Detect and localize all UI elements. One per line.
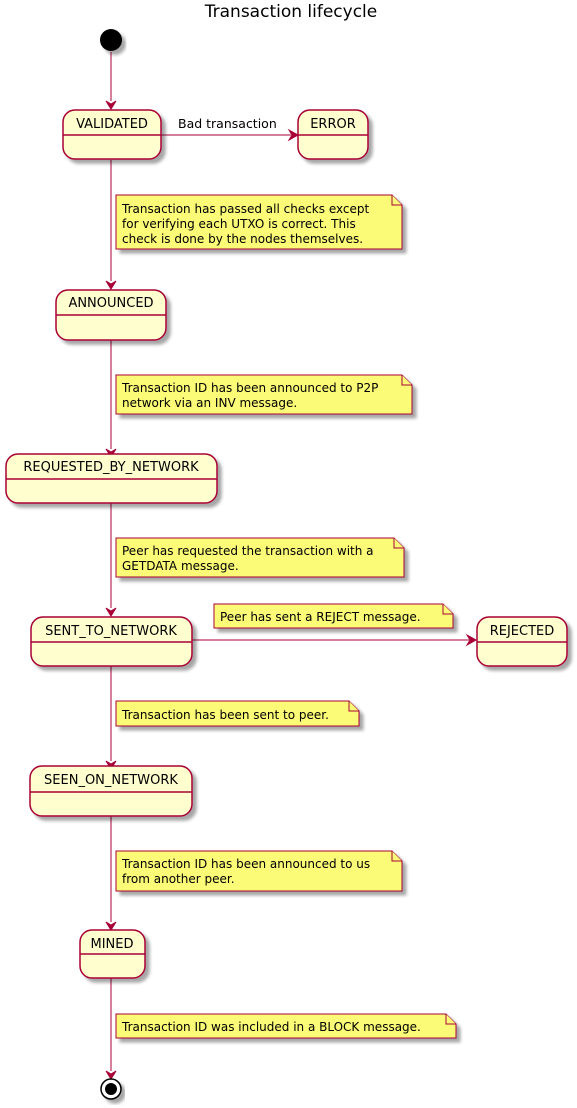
note-seen-to-mined: Transaction ID has been announced to us … [115, 850, 403, 892]
note-sent-to-rejected: Peer has sent a REJECT message. [213, 603, 454, 629]
state-label-validated: VALIDATED [76, 117, 148, 132]
note-requested-to-sent: Peer has requested the transaction with … [115, 537, 405, 578]
note-announced-to-requested: Transaction ID has been announced to P2P… [115, 374, 413, 415]
arrowhead-end [105, 1070, 117, 1080]
state-rejected: REJECTED [476, 616, 568, 667]
edges [105, 52, 478, 1080]
note-line: Transaction ID has been announced to P2P [121, 381, 378, 395]
arrowhead-error [287, 128, 300, 142]
note-line: from another peer. [122, 872, 235, 886]
state-label-rejected: REJECTED [490, 624, 555, 639]
state-label-announced: ANNOUNCED [68, 296, 153, 311]
note-line: Peer has requested the transaction with … [122, 544, 374, 558]
state-label-mined: MINED [91, 937, 134, 952]
note-mined-to-end: Transaction ID was included in a BLOCK m… [115, 1013, 457, 1039]
state-label-sent-to-network: SENT_TO_NETWORK [45, 624, 177, 639]
diagram-title: Transaction lifecycle [204, 2, 377, 22]
note-line: Transaction has been sent to peer. [121, 708, 329, 722]
state-announced: ANNOUNCED [55, 289, 167, 341]
arrowhead-rejected [465, 633, 478, 647]
arrowhead-validated [105, 100, 117, 110]
note-line: Transaction ID has been announced to us [121, 857, 370, 871]
note-line: Transaction has passed all checks except [121, 202, 369, 216]
end-node [100, 1078, 122, 1100]
state-mined: MINED [79, 929, 146, 979]
state-error: ERROR [297, 109, 369, 160]
note-line: for verifying each UTXO is correct. This [122, 217, 356, 231]
state-label-seen-on-network: SEEN_ON_NETWORK [44, 773, 178, 788]
note-line: GETDATA message. [122, 559, 239, 573]
arrowhead-sent [105, 607, 117, 617]
note-line: network via an INV message. [122, 396, 297, 410]
note-line: Transaction ID was included in a BLOCK m… [121, 1020, 421, 1034]
state-requested-by-network: REQUESTED_BY_NETWORK [5, 453, 218, 504]
transition-label-bad-transaction: Bad transaction [178, 116, 277, 131]
note-line: Peer has sent a REJECT message. [220, 610, 421, 624]
note-line: check is done by the nodes themselves. [122, 232, 363, 246]
state-seen-on-network: SEEN_ON_NETWORK [29, 765, 193, 817]
arrowhead-mined [105, 921, 117, 931]
state-label-error: ERROR [310, 117, 356, 132]
start-node [100, 29, 122, 51]
state-validated: VALIDATED [62, 109, 162, 160]
note-validated-to-announced: Transaction has passed all checks except… [115, 194, 403, 250]
state-label-requested-by-network: REQUESTED_BY_NETWORK [23, 460, 199, 475]
state-sent-to-network: SENT_TO_NETWORK [30, 616, 193, 667]
arrowhead-announced [105, 280, 117, 290]
note-sent-to-seen: Transaction has been sent to peer. [115, 700, 360, 727]
